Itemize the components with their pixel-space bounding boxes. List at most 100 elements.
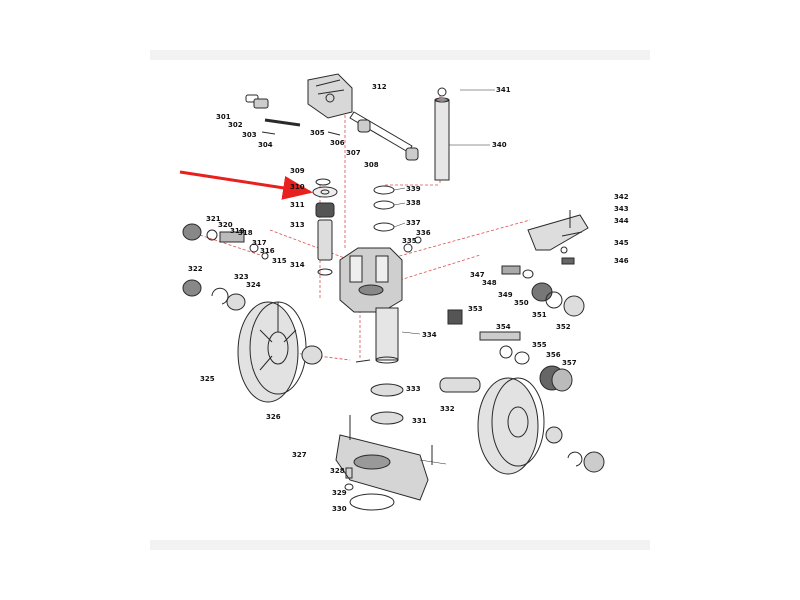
ball-341 xyxy=(437,87,447,97)
part-label-346: 346 xyxy=(614,257,629,265)
part-label-323: 323 xyxy=(234,273,249,281)
seal-339 xyxy=(373,185,395,195)
gear-357-face xyxy=(551,368,573,392)
part-label-306a: 306 xyxy=(330,139,345,147)
part-label-308: 308 xyxy=(364,161,379,169)
diagram-drawing xyxy=(179,73,605,511)
part-label-325: 325 xyxy=(200,375,215,383)
nut-350 xyxy=(531,282,553,302)
leader-337 xyxy=(393,222,406,228)
pump-plunger-313 xyxy=(317,219,333,261)
washer-351 xyxy=(545,291,563,309)
leader-339 xyxy=(393,187,406,191)
part-label-357: 357 xyxy=(562,359,577,367)
handle-link-rod xyxy=(349,111,413,153)
part-label-351: 351 xyxy=(532,311,547,319)
part-label-327: 327 xyxy=(292,451,307,459)
seal-355 xyxy=(499,345,513,359)
roller-306b xyxy=(405,147,419,161)
part-label-321: 321 xyxy=(206,215,221,223)
lever-342 xyxy=(527,214,589,251)
bearing-324-right xyxy=(545,426,563,444)
part-label-352: 352 xyxy=(556,323,571,331)
top-band xyxy=(150,50,650,60)
part-label-304: 304 xyxy=(258,141,273,149)
shaft-end xyxy=(375,356,399,364)
part-label-344: 344 xyxy=(614,217,629,225)
ball-345 xyxy=(560,246,568,254)
part-label-340: 340 xyxy=(492,141,507,149)
valve-rod-354 xyxy=(479,331,521,341)
part-label-329: 329 xyxy=(332,489,347,497)
bearing-324-b xyxy=(301,345,323,365)
bottom-band xyxy=(150,540,650,550)
pin-304 xyxy=(261,131,276,135)
washer-310-hole xyxy=(320,189,330,195)
part-label-326: 326 xyxy=(266,413,281,421)
handle-bracket xyxy=(307,73,353,119)
leader-325-right xyxy=(419,459,447,465)
part-label-330: 330 xyxy=(332,505,347,513)
part-label-354: 354 xyxy=(496,323,511,331)
leader-338 xyxy=(393,202,406,206)
part-label-317: 317 xyxy=(252,239,267,247)
piston-rod-340 xyxy=(434,99,450,181)
washer-329 xyxy=(344,483,354,491)
part-label-355: 355 xyxy=(532,341,547,349)
mechanical-parts xyxy=(182,73,605,511)
seal-348 xyxy=(522,269,534,279)
exploded-parts-diagram: 301 302 303 304 305 306 307 308 309 310 … xyxy=(150,60,650,540)
spring-311 xyxy=(315,202,335,218)
part-label-349: 349 xyxy=(498,291,513,299)
base-center-hole xyxy=(353,454,391,470)
part-label-315: 315 xyxy=(272,257,287,265)
part-label-333: 333 xyxy=(406,385,421,393)
part-label-348: 348 xyxy=(482,279,497,287)
part-label-335: 335 xyxy=(402,237,417,245)
part-label-338: 338 xyxy=(406,199,421,207)
seal-320 xyxy=(206,229,218,241)
part-label-311: 311 xyxy=(290,201,305,209)
part-label-353: 353 xyxy=(468,305,483,313)
part-label-303: 303 xyxy=(242,131,257,139)
clip-323-left xyxy=(211,287,229,305)
bracket-detail xyxy=(315,79,345,95)
housing-right-post xyxy=(375,255,389,283)
part-label-347: 347 xyxy=(470,271,485,279)
part-label-337: 337 xyxy=(406,219,421,227)
wheel-325-right-hub xyxy=(507,406,529,438)
cap-322-right xyxy=(583,451,605,473)
part-label-320: 320 xyxy=(218,221,233,229)
pin-307 xyxy=(327,131,341,136)
seal-356 xyxy=(514,351,530,365)
washer-310 xyxy=(312,186,338,198)
spring-336 xyxy=(414,236,422,244)
seal-314 xyxy=(317,268,333,276)
ball-316 xyxy=(261,252,269,260)
part-label-334: 334 xyxy=(422,331,437,339)
pin-326 xyxy=(355,359,371,363)
part-label-319: 319 xyxy=(230,227,245,235)
part-label-307: 307 xyxy=(346,149,361,157)
part-label-336: 336 xyxy=(416,229,431,237)
part-label-322: 322 xyxy=(188,265,203,273)
ring-330 xyxy=(349,493,395,511)
part-label-310: 310 xyxy=(290,183,305,191)
valve-body-318 xyxy=(219,231,245,243)
seal-338 xyxy=(373,200,395,210)
part-label-313: 313 xyxy=(290,221,305,229)
guide-line-right xyxy=(399,254,481,281)
clip-323-right xyxy=(567,451,583,467)
spring-353 xyxy=(447,309,463,325)
bolt-328 xyxy=(345,467,353,479)
piston-rod-top xyxy=(434,97,450,103)
part-label-301: 301 xyxy=(216,113,231,121)
bushing-302 xyxy=(253,98,269,109)
part-label-331: 331 xyxy=(412,417,427,425)
part-label-316: 316 xyxy=(260,247,275,255)
axle-303 xyxy=(264,118,301,127)
guide-line-left xyxy=(199,234,261,256)
axle-332 xyxy=(439,377,481,393)
bearing-324-left xyxy=(226,293,246,311)
part-label-350: 350 xyxy=(514,299,529,307)
